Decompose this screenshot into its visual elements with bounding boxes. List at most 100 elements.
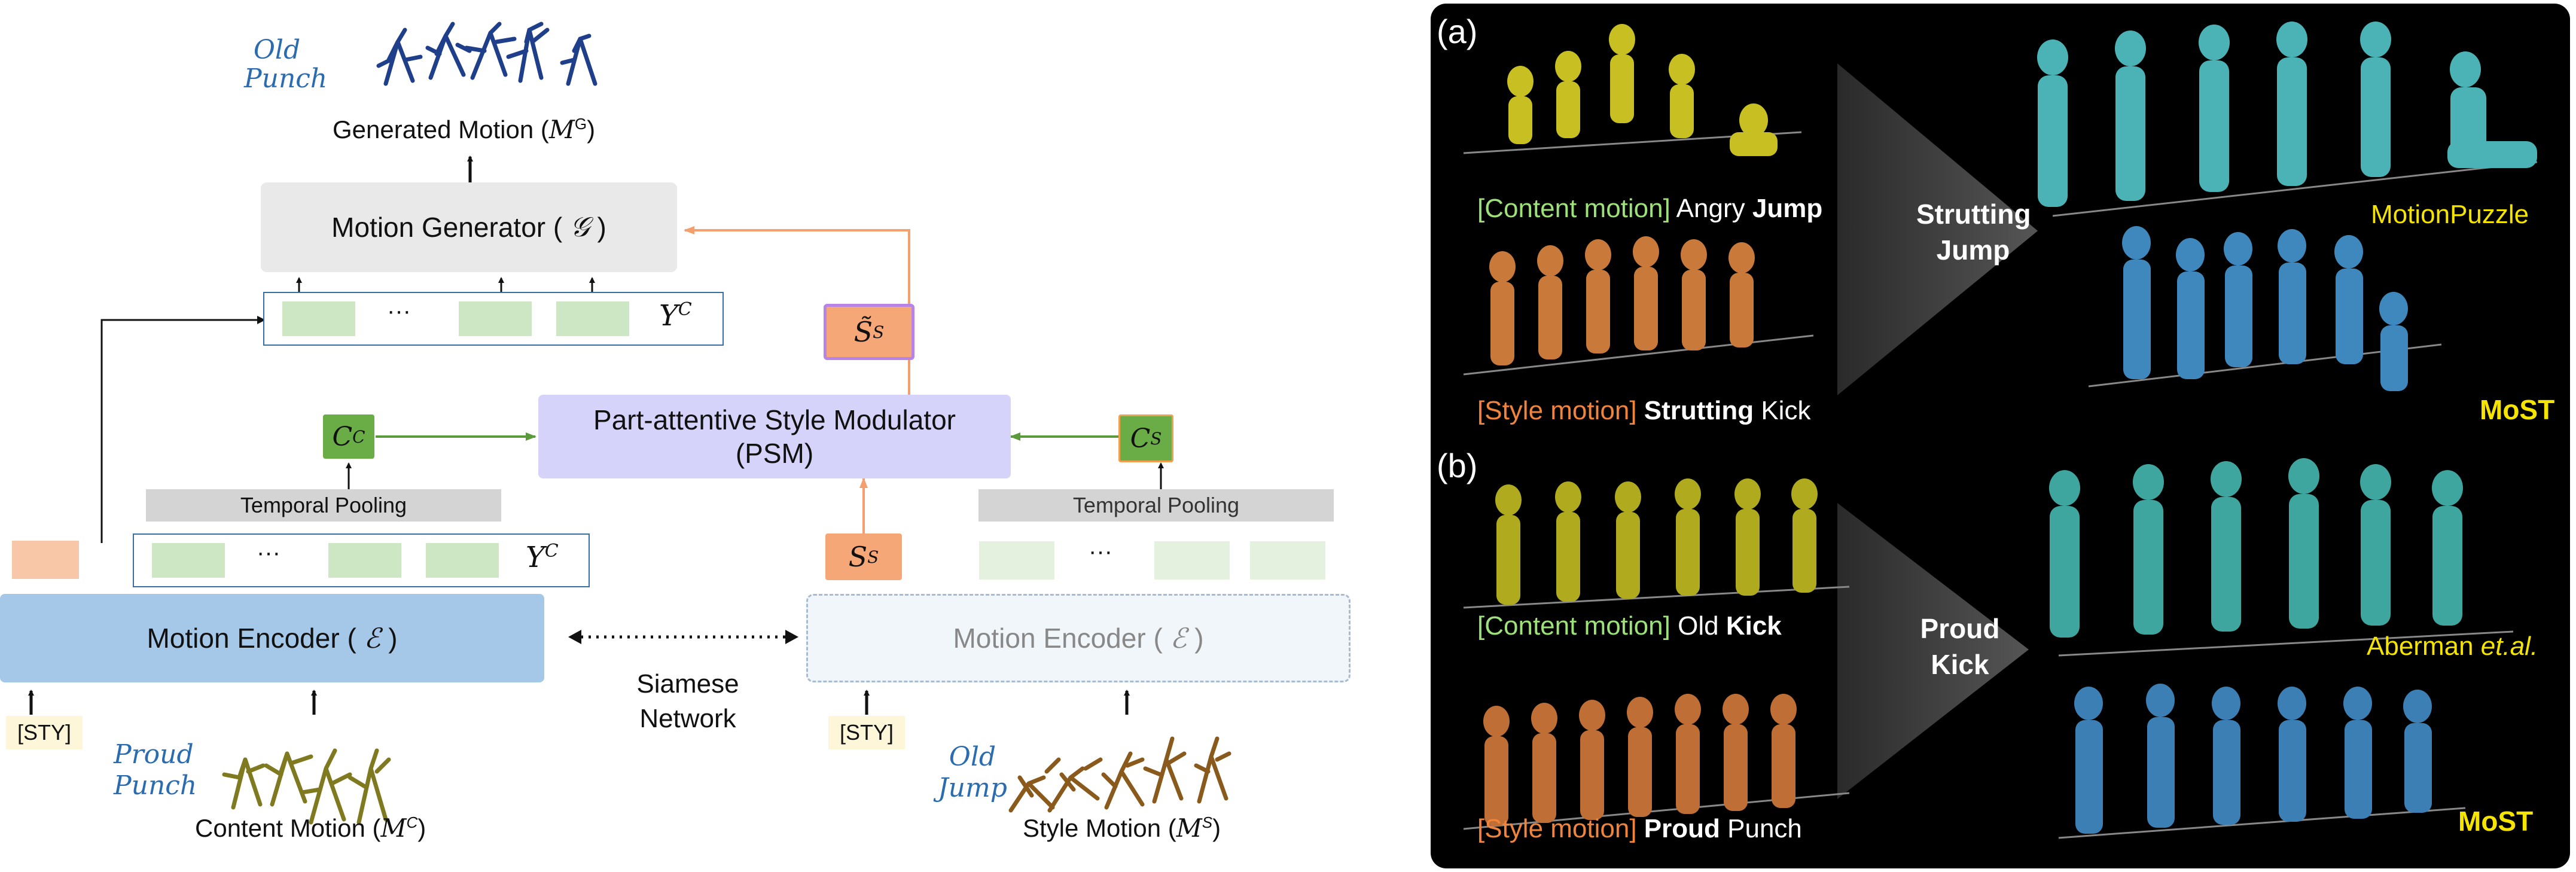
style-motion-figures xyxy=(1008,736,1231,813)
b-aberman-etal: et.al. xyxy=(2480,632,2538,661)
faded-feature-token xyxy=(979,541,1054,580)
siamese-network-label: Siamese Network xyxy=(616,667,760,736)
temporal-pooling-right: Temporal Pooling xyxy=(978,489,1334,522)
style-tag-line2: Jump xyxy=(938,773,1007,803)
siamese-line2: Network xyxy=(639,704,736,733)
siamese-encoder-close: ) xyxy=(1194,623,1204,654)
refined-style-sup: S xyxy=(873,322,885,342)
temporal-pooling-left: Temporal Pooling xyxy=(146,489,501,522)
b-aberman-name: Aberman xyxy=(2367,632,2474,661)
content-code-symbol: C xyxy=(332,421,353,452)
faded-feature-ellipsis: ··· xyxy=(1089,538,1112,565)
motion-generator-symbol: 𝒢 xyxy=(569,211,590,243)
a-content-figures xyxy=(1507,24,1778,156)
b-transfer-line1: Proud xyxy=(1920,613,2000,644)
feature-token xyxy=(459,301,532,336)
siamese-line1: Siamese xyxy=(636,669,739,699)
b-style-word1: Proud xyxy=(1644,814,1720,843)
motion-generator-label: Motion Generator ( xyxy=(331,212,563,243)
faded-feature-token xyxy=(1250,541,1325,580)
architecture-diagram: Old Punch Generated Motion (MG) Motion G… xyxy=(0,22,1351,843)
feature-token xyxy=(556,301,629,336)
style-motion-text: Style Motion ( xyxy=(1023,814,1176,842)
a-style-caption: [Style motion] Strutting Kick xyxy=(1477,396,1810,426)
style-motion-sup: S xyxy=(1202,813,1213,831)
generated-motion-close: ) xyxy=(587,115,596,144)
psm-subtitle: (PSM) xyxy=(735,438,814,469)
sty-token-left: [STY] xyxy=(6,716,83,749)
a-most-figures xyxy=(2122,226,2408,391)
a-content-word2: Jump xyxy=(1752,194,1823,223)
b-method-most: MoST xyxy=(2458,806,2534,837)
siamese-encoder-label: Motion Encoder ( xyxy=(953,623,1163,654)
content-motion-close: ) xyxy=(417,814,426,842)
content-motion-text: Content Motion ( xyxy=(195,814,381,842)
content-code-sup: C xyxy=(352,426,365,447)
content-motion-tag: Proud Punch xyxy=(114,739,197,801)
b-content-word2: Kick xyxy=(1726,611,1782,641)
b-content-bracket: [Content motion] xyxy=(1477,611,1670,641)
b-content-caption: [Content motion] Old Kick xyxy=(1477,611,1782,641)
style-feature-symbol: S xyxy=(848,541,868,573)
feature-token xyxy=(282,301,355,336)
generated-motion-figures xyxy=(376,22,597,86)
panel-b-label: (b) xyxy=(1437,447,1478,484)
style-tag-line1: Old xyxy=(949,742,996,772)
b-style-word2: Punch xyxy=(1727,814,1802,843)
a-content-bracket: [Content motion] xyxy=(1477,194,1670,223)
yc-top-symbol: Y xyxy=(659,299,678,333)
motion-generator-close: ) xyxy=(597,212,606,243)
b-aberman-figures xyxy=(2049,458,2463,638)
b-style-caption: [Style motion] Proud Punch xyxy=(1477,814,1802,844)
motion-encoder-label: Motion Encoder ( xyxy=(147,623,356,654)
feature-token xyxy=(328,543,401,578)
refined-style-token: S̃S xyxy=(824,304,914,360)
yc-bottom-label: YC xyxy=(526,541,559,574)
generated-motion-label: Generated Motion (MG) xyxy=(333,115,595,144)
b-most-figures xyxy=(2074,684,2432,834)
motion-encoder-symbol: ℰ xyxy=(364,622,381,654)
feature-ellipsis: ··· xyxy=(257,539,281,566)
b-transfer-line2: Kick xyxy=(1931,649,1989,680)
a-motionpuzzle-figures xyxy=(2037,22,2537,207)
feature-ellipsis: ··· xyxy=(387,298,411,324)
style-motion-symbol: M xyxy=(1176,813,1202,843)
psm-title: Part-attentive Style Modulator xyxy=(593,404,956,435)
motion-generator-box: Motion Generator ( 𝒢 ) xyxy=(261,182,677,272)
transfer-arrow-a xyxy=(1837,63,2038,395)
generated-tag-line1: Old xyxy=(253,35,301,65)
generated-tag-line2: Punch xyxy=(244,63,328,94)
results-panel: (a) (b) [Content motion] Angry Jump [Sty… xyxy=(1431,4,2570,868)
transfer-arrow-b xyxy=(1837,503,2029,799)
feature-token xyxy=(152,543,225,578)
content-motion-figures xyxy=(222,748,391,825)
style-code-symbol: C xyxy=(1130,423,1151,454)
yc-top-sup: C xyxy=(678,299,692,320)
b-method-aberman: Aberman et.al. xyxy=(2367,632,2538,661)
b-transfer-label: Proud Kick xyxy=(1909,611,2011,682)
a-style-word1: Strutting xyxy=(1644,396,1754,425)
generated-motion-symbol: M xyxy=(548,115,575,144)
style-code-sup: S xyxy=(1150,428,1162,449)
motion-encoder-close: ) xyxy=(388,623,398,654)
siamese-encoder-box: Motion Encoder ( ℰ ) xyxy=(806,594,1351,682)
b-content-word1: Old xyxy=(1678,611,1719,641)
panel-a-label: (a) xyxy=(1437,13,1478,50)
generated-motion-sup: G xyxy=(574,115,587,133)
a-style-figures xyxy=(1489,236,1755,365)
yc-bottom-symbol: Y xyxy=(526,541,545,574)
results-graphics xyxy=(1463,22,2538,839)
b-content-figures xyxy=(1495,478,1818,605)
style-feature-sup: S xyxy=(867,547,879,567)
a-transfer-line1: Strutting xyxy=(1916,199,2031,230)
a-transfer-line2: Jump xyxy=(1936,234,2010,266)
siamese-encoder-symbol: ℰ xyxy=(1170,622,1187,654)
yc-bottom-sup: C xyxy=(544,541,559,562)
feature-token xyxy=(426,543,499,578)
content-tag-line1: Proud xyxy=(114,739,194,770)
a-style-word2: Kick xyxy=(1761,396,1811,425)
style-motion-tag: Old Jump xyxy=(938,742,1007,804)
diagram-connectors xyxy=(28,22,1231,825)
content-motion-sup: C xyxy=(406,813,418,831)
